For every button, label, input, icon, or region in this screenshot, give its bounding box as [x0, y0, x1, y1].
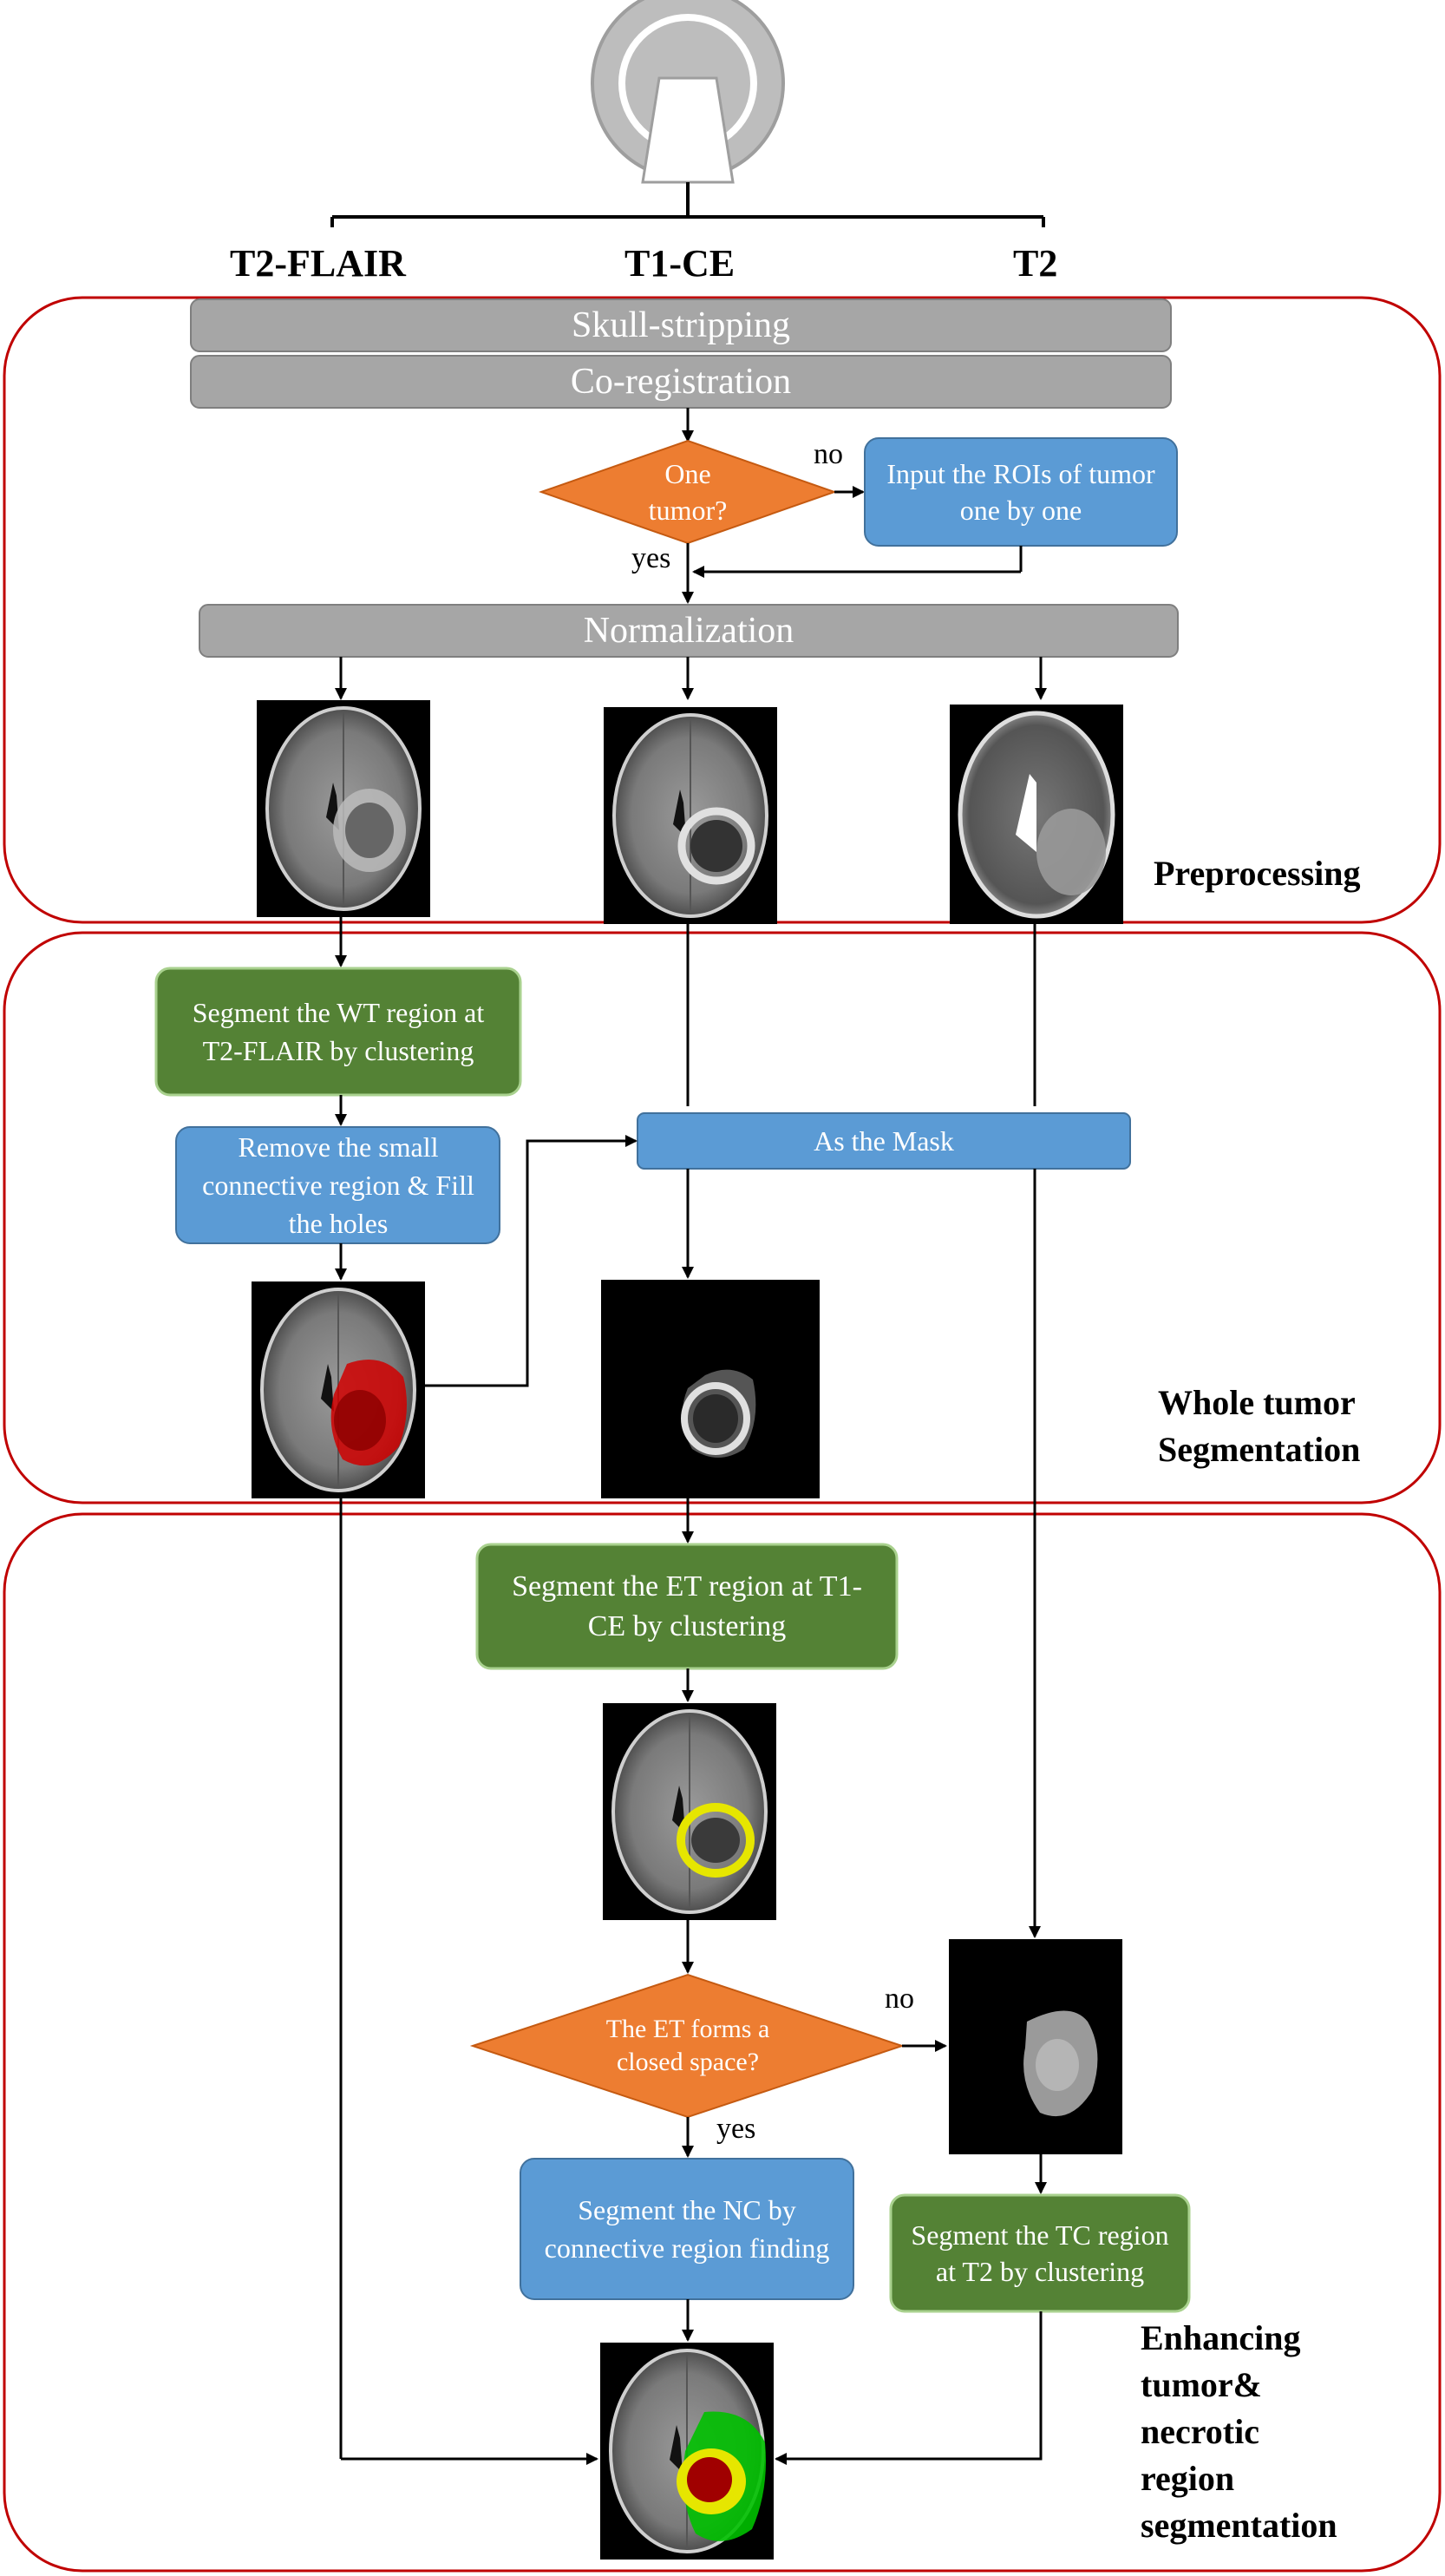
co-registration-box [190, 355, 1172, 409]
mri-t1ce-image [602, 705, 779, 926]
yes-label-1: yes [631, 542, 671, 574]
segment-wt-box [154, 967, 522, 1097]
no-label-2: no [885, 1983, 914, 2015]
mri-masked-t1ce-image [601, 1280, 820, 1498]
one-tumor-label: One tumor? [648, 458, 728, 526]
whole-tumor-title: Whole tumor Segmentation [1158, 1383, 1361, 1469]
normalization-label: Normalization [583, 611, 794, 651]
mri-t2-image [950, 705, 1123, 924]
mri-flair-image [255, 698, 432, 919]
enhancing-section [3, 1512, 1442, 2573]
header-flair: T2-FLAIR [230, 242, 406, 285]
segment-et-label: Segment the ET region at T1-CE by cluste… [512, 1570, 862, 1642]
mri-wt-overlay-image [250, 1280, 427, 1500]
mri-et-overlay-image [601, 1701, 778, 1922]
whole-tumor-section [3, 931, 1442, 1504]
co-registration-label: Co-registration [570, 362, 792, 402]
segment-nc-label: Segment the NC by connective region find… [544, 2194, 830, 2264]
preprocessing-title: Preprocessing [1154, 854, 1361, 893]
segment-wt-label: Segment the WT region at T2-FLAIR by clu… [192, 997, 485, 1066]
as-mask-box [637, 1112, 1131, 1170]
remove-small-box [175, 1126, 500, 1244]
remove-small-label: Remove the small connective region & Fil… [202, 1131, 474, 1239]
header-t2: T2 [1013, 242, 1058, 285]
no-label-1: no [814, 438, 843, 470]
mri-scanner-icon [591, 0, 785, 184]
segment-tc-label: Segment the TC region at T2 by clusterin… [911, 2219, 1169, 2287]
header-t1ce: T1-CE [624, 242, 736, 285]
skull-stripping-label: Skull-stripping [571, 305, 791, 345]
et-closed-label: The ET forms a closed space? [605, 2015, 770, 2076]
as-mask-label: As the Mask [814, 1124, 954, 1157]
yes-label-2: yes [716, 2113, 756, 2145]
enhancing-title: Enhancing tumor& necrotic region segment… [1141, 2318, 1337, 2545]
input-rois-label: Input the ROIs of tumor one by one [886, 458, 1155, 526]
mri-tc-image [949, 1939, 1122, 2154]
mri-final-composite-image [598, 2341, 775, 2561]
skull-stripping-box [190, 298, 1172, 352]
